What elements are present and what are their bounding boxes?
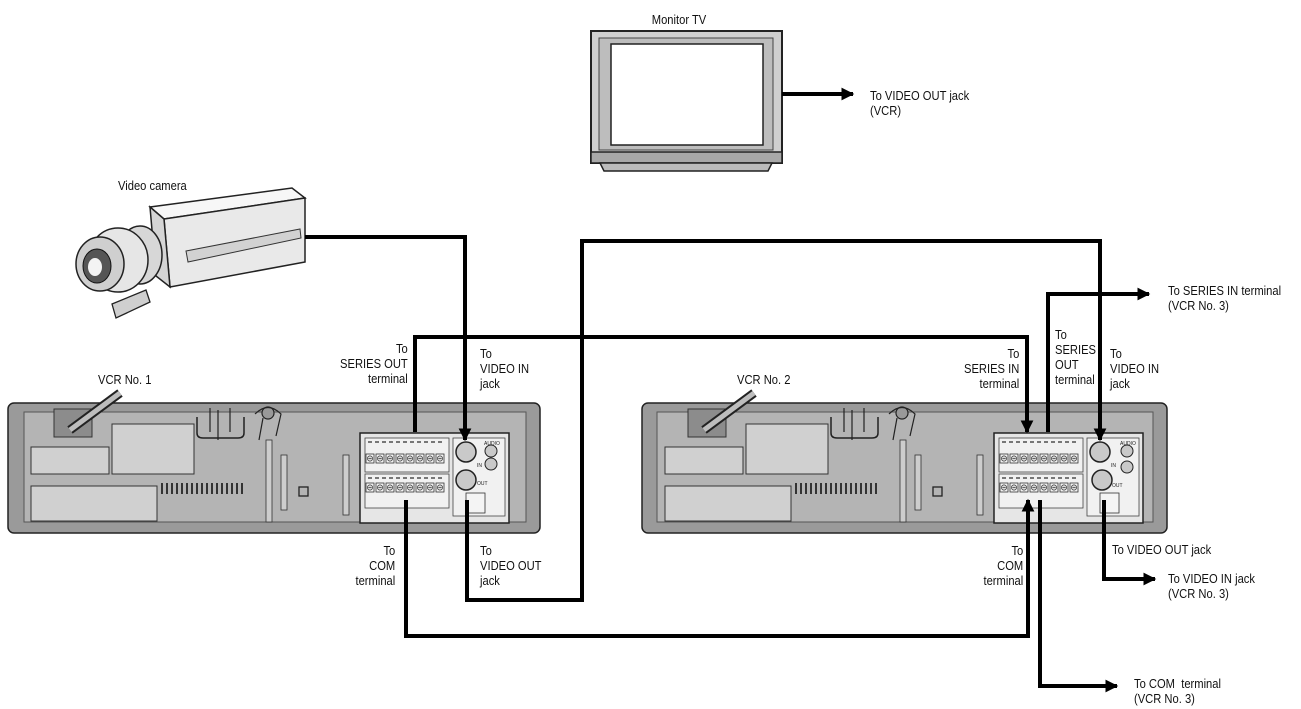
vent-grille [161, 483, 243, 494]
monitor-tv [590, 30, 783, 172]
cable-vcr2-video-out-to-vcr3-video-in [1102, 500, 1157, 586]
vcr-2-out-label: OUT [1112, 483, 1123, 489]
vcr-1-video-out-label: To VIDEO OUT jack [480, 543, 542, 588]
vcr-2-com-label: To COM terminal [983, 543, 1023, 588]
vcr-1: AUDIO IN OUT [7, 389, 541, 534]
vcr-2-in-label: IN [1111, 463, 1116, 469]
cable-vcr1-com-to-vcr2-com [404, 498, 1035, 638]
vcr-1-series-out-label: To SERIES OUT terminal [340, 341, 408, 386]
vcr-2-label: VCR No. 2 [737, 372, 791, 387]
vent-grille [795, 483, 877, 494]
vcr-1-com-label: To COM terminal [355, 543, 395, 588]
cable-vcr2-series-out-to-vcr3-series-in [1046, 287, 1151, 432]
series-in-vcr3-label: To SERIES IN terminal (VCR No. 3) [1168, 283, 1282, 313]
video-camera-label: Video camera [118, 178, 187, 193]
vcr-1-video-in-label: To VIDEO IN jack [480, 346, 530, 391]
vcr-1-in-label: IN [477, 463, 482, 469]
vcr-1-out-label: OUT [477, 481, 488, 487]
vcr-2-video-in-label: To VIDEO IN jack [1110, 346, 1160, 391]
vcr-1-rear-panel: AUDIO IN OUT [359, 432, 510, 524]
vcr-2-audio-label: AUDIO [1120, 441, 1136, 447]
vcr-2-rear-panel: AUDIO IN OUT [993, 432, 1144, 524]
cable-vcr1-series-out-to-vcr2-series-in [413, 335, 1034, 434]
vcr-2-series-out-label: To SERIES OUT terminal [1055, 327, 1097, 387]
vcr-2: AUDIO IN OUT [641, 389, 1168, 534]
tv-video-out-label: To VIDEO OUT jack (VCR) [870, 88, 970, 118]
cable-vcr2-com-to-vcr3-com [1038, 500, 1119, 693]
vcr-2-series-in-label: To SERIES IN terminal [963, 346, 1019, 391]
com-vcr3-label: To COM terminal (VCR No. 3) [1134, 676, 1221, 706]
vcr-1-label: VCR No. 1 [98, 372, 152, 387]
cable-vcr1-video-out-to-vcr2-video-in [465, 239, 1107, 602]
video-camera [75, 187, 307, 319]
cable-camera-to-vcr1-video-in [305, 235, 472, 442]
vcr-1-audio-label: AUDIO [484, 441, 500, 447]
monitor-tv-label: Monitor TV [651, 12, 707, 27]
video-in-vcr3-label: To VIDEO IN jack (VCR No. 3) [1168, 571, 1255, 601]
cables [305, 87, 1157, 693]
vcr-2-video-out-label: To VIDEO OUT jack [1112, 542, 1212, 557]
